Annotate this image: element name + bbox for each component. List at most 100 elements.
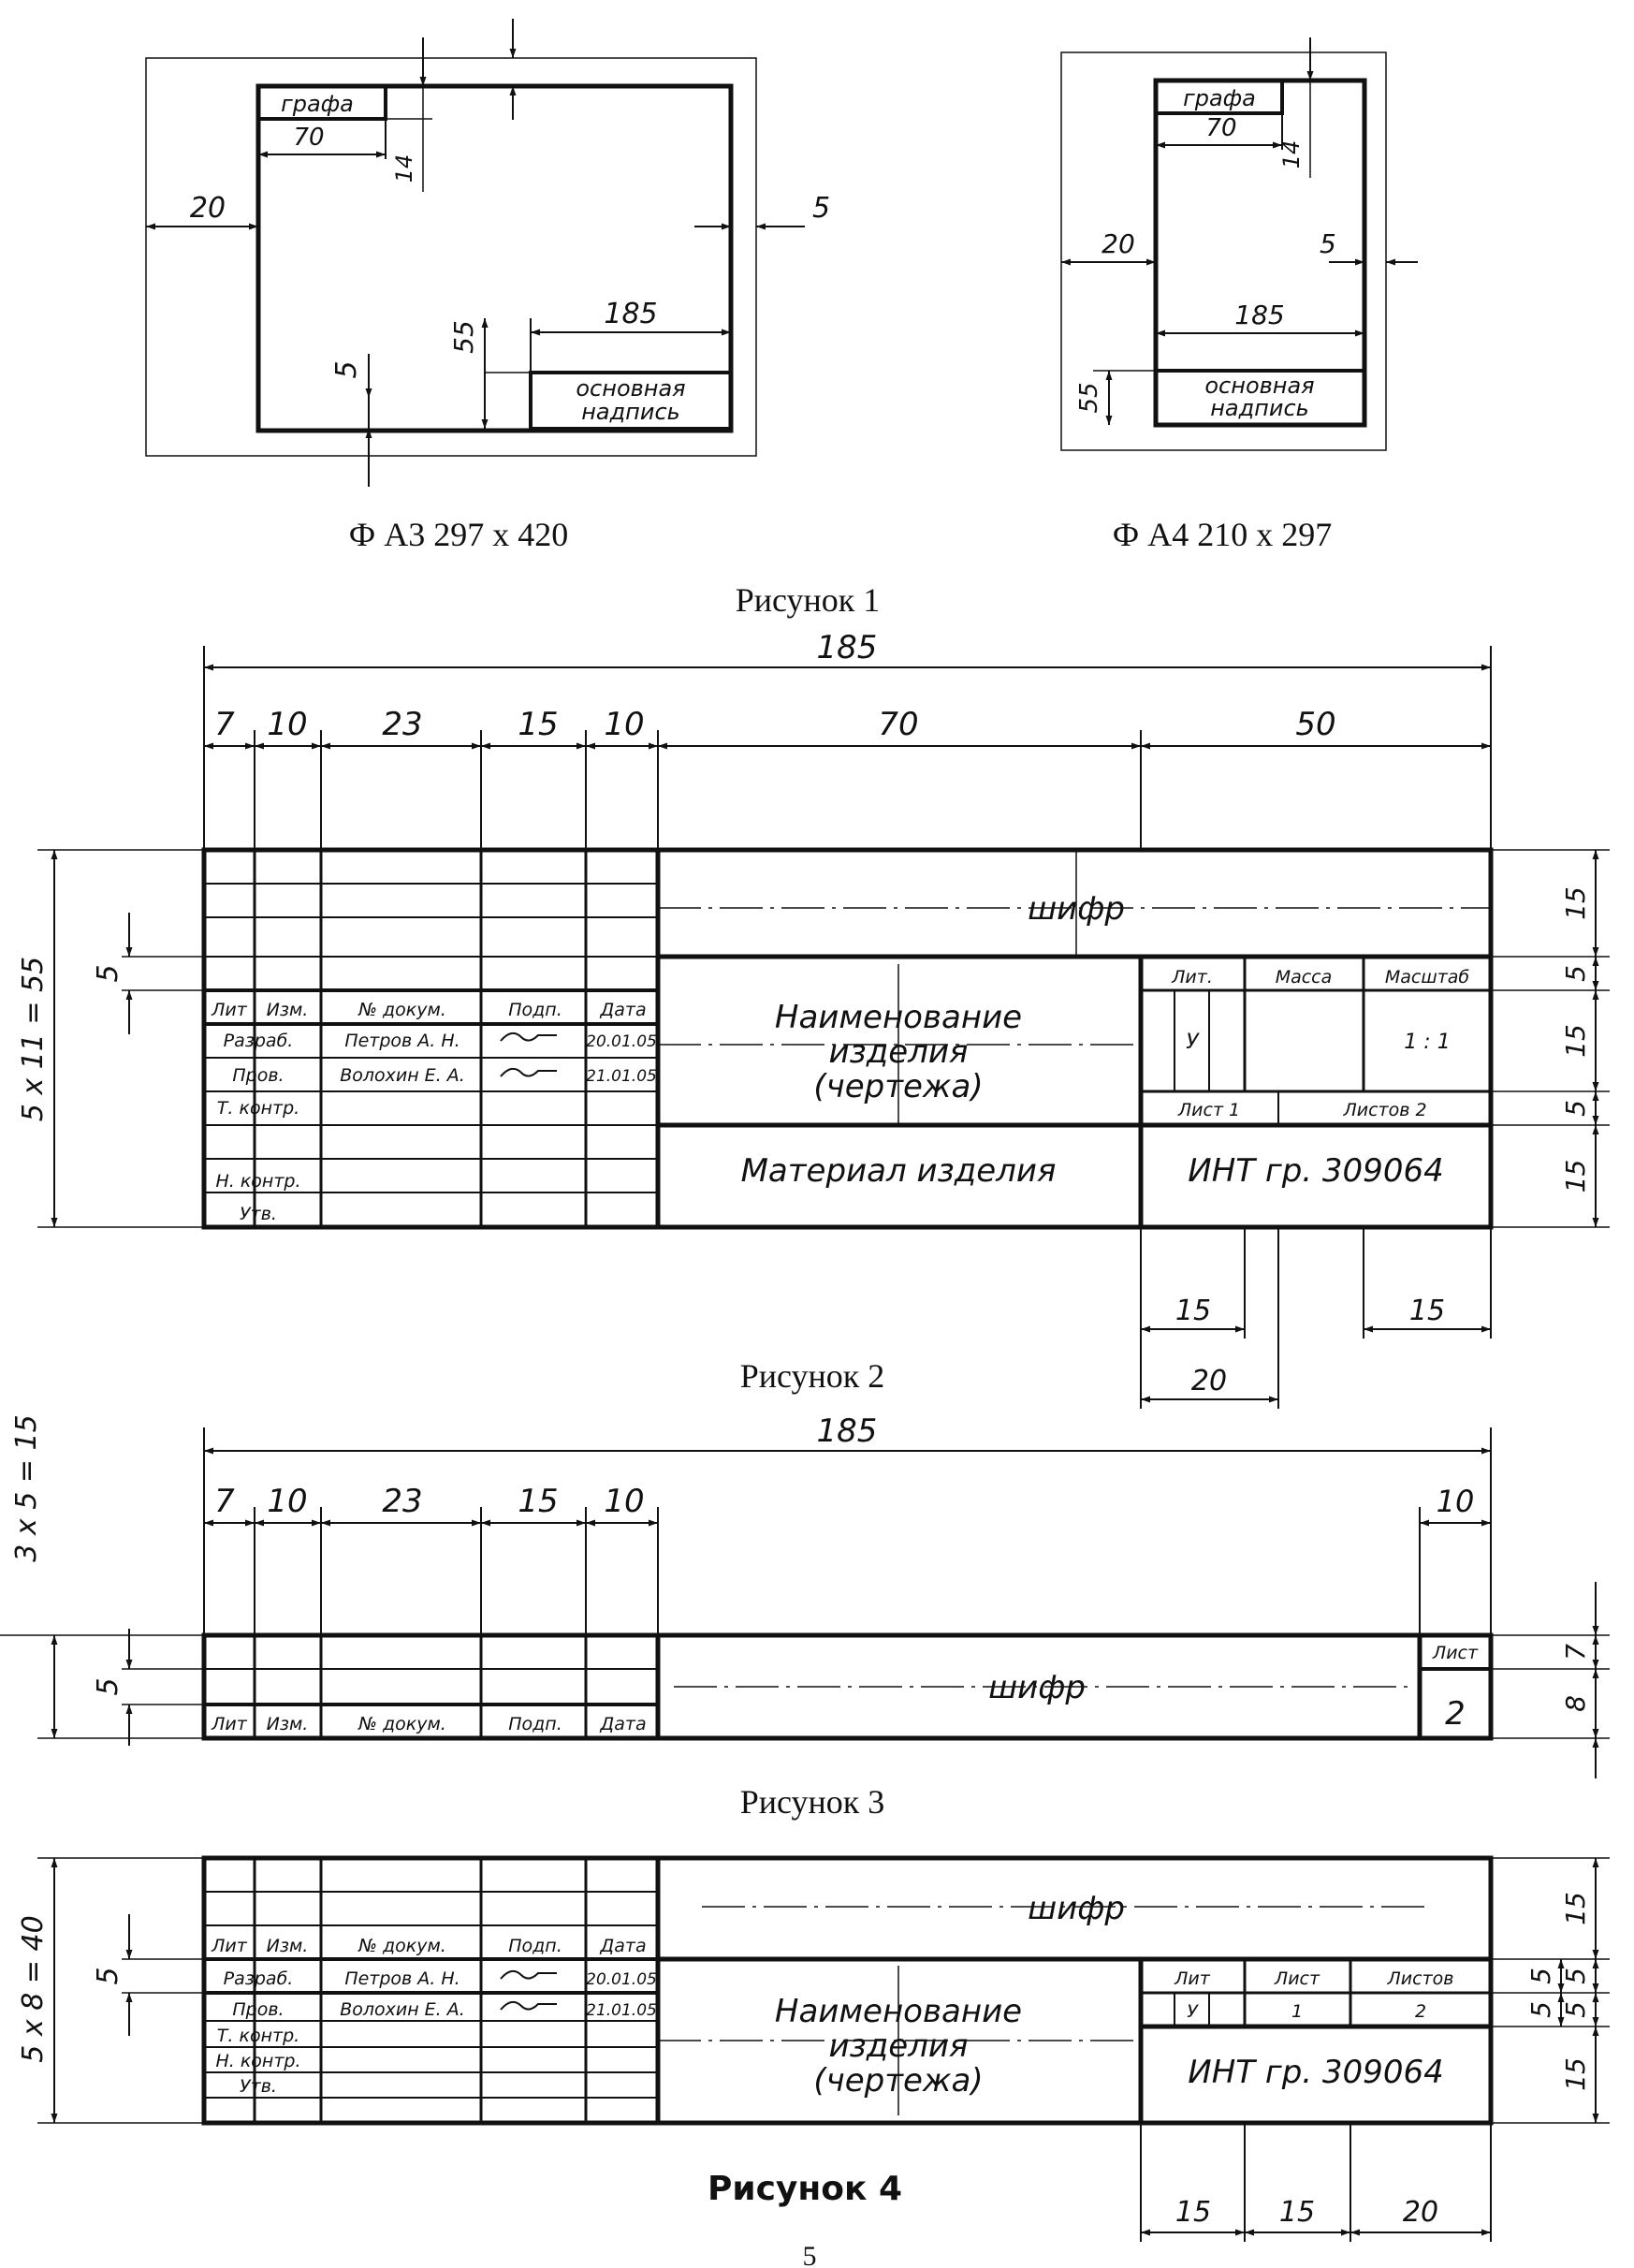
fig2-role: Н. контр.	[215, 1171, 300, 1192]
fig2-sheet: Лист 1	[1177, 1100, 1240, 1120]
fig2-signature	[500, 1067, 557, 1077]
fig4-right-dim-value: 5	[1525, 2001, 1556, 2018]
a3-dim-185-value: 185	[604, 298, 657, 330]
fig4-name-line1: Наименование	[775, 1993, 1022, 2030]
fig4-header: Подп.	[508, 1936, 562, 1956]
fig4-bottom-dim-value: 15	[1279, 2196, 1315, 2229]
a4-dim-20-value: 20	[1101, 228, 1135, 259]
fig3-dim-185-value: 185	[817, 1412, 878, 1450]
fig3-col-dim-4-value: 10	[604, 1483, 644, 1520]
a3-stamp	[529, 371, 733, 431]
a3-graph-label: графа	[281, 91, 354, 117]
fig2-mass: Масса	[1276, 967, 1333, 988]
fig4-signature	[500, 1969, 557, 1980]
fig3-outer-frame	[201, 1632, 1494, 1741]
fig2-role: Утв.	[240, 1204, 277, 1224]
a3-dim-5-bottom: 5	[330, 360, 363, 378]
fig4-role: Пров.	[232, 1999, 284, 2020]
a4-dim-14: 14	[1278, 140, 1305, 169]
a4-graph-cell	[1154, 79, 1284, 115]
fig4-right-dim-value: 5	[1560, 1968, 1591, 1984]
fig4-right-dim-value: 5	[1525, 1968, 1556, 1984]
fig2-col-dim-6-value: 50	[1295, 706, 1335, 743]
fig4-dim-5: 5	[92, 1967, 124, 1984]
fig4-name-line2: изделия	[829, 2027, 969, 2065]
fig4-org: ИНТ гр. 309064	[1188, 2054, 1443, 2091]
a3-drawing-frame	[255, 83, 734, 433]
fig4-sheets-value: 2	[1415, 2001, 1426, 2022]
fig2-dim-height-value: 5 х 11 = 55	[17, 957, 50, 1121]
fig4-date: 20.01.05	[586, 1970, 657, 1989]
fig2-scale-value: 1 : 1	[1404, 1031, 1450, 1054]
fig4-sheet: Лист	[1274, 1968, 1320, 1989]
fig2-header: Изм.	[267, 1000, 309, 1020]
fig3-header: Лит	[211, 1714, 248, 1734]
fig3-dim-5: 5	[92, 1677, 124, 1695]
a4-graph-label: графа	[1183, 85, 1256, 111]
fig4-name-line3: (чертежа)	[813, 2062, 983, 2100]
fig2-right-dim-value: 15	[1560, 886, 1591, 920]
fig3-header: № докум.	[357, 1714, 446, 1734]
a3-sheet-border	[145, 57, 757, 457]
a4-stamp-line1: основная	[1204, 373, 1314, 399]
fig2-bottom-dim-value: 20	[1191, 1365, 1227, 1397]
fig2-header: Лит	[211, 1000, 248, 1020]
a4-dim-70-value: 70	[1205, 114, 1236, 142]
fig4-sheets: Листов	[1387, 1968, 1454, 1989]
fig2-right-dim-value: 5	[1560, 1100, 1591, 1117]
a3-dim-55-value: 55	[448, 320, 479, 354]
fig2-dim-5: 5	[92, 964, 124, 982]
fig4-header: Дата	[599, 1936, 646, 1956]
fig2-header: Подп.	[508, 1000, 562, 1020]
a4-dim-185-value: 185	[1234, 300, 1284, 330]
fig3-col-dim-1-value: 10	[267, 1483, 307, 1520]
fig4-right-dim-value: 5	[1560, 2001, 1591, 2018]
fig2-header: Дата	[599, 1000, 646, 1020]
a4-format-caption: Ф А4 210 х 297	[1113, 516, 1332, 553]
fig3-cipher: шифр	[988, 1669, 1086, 1706]
fig2-sheets: Листов 2	[1342, 1100, 1426, 1120]
fig4-right-dim-value: 15	[1560, 2057, 1591, 2091]
fig4-date: 21.01.05	[586, 2001, 657, 2020]
fig4-role: Разраб.	[224, 1968, 294, 1989]
fig2-name-line1: Наименование	[775, 999, 1022, 1036]
fig2-name: Волохин Е. А.	[340, 1065, 465, 1086]
a4-dim-55-value: 55	[1075, 382, 1103, 413]
fig4-lit: Лит	[1174, 1968, 1211, 1989]
figure-2-caption: Рисунок 2	[740, 1357, 885, 1395]
fig4-right-dim-value: 15	[1560, 1892, 1591, 1925]
page-number: 5	[803, 2241, 817, 2268]
fig4-header: № докум.	[357, 1936, 446, 1956]
fig4-cipher: шифр	[1028, 1890, 1125, 1927]
fig2-bottom-dim-value: 15	[1409, 1295, 1445, 1327]
fig2-right-dim-value: 5	[1560, 965, 1591, 982]
a3-dim-14: 14	[391, 154, 417, 183]
fig3-header: Изм.	[267, 1714, 309, 1734]
fig2-role: Т. контр.	[217, 1098, 299, 1119]
a4-dim-5-right: 5	[1320, 228, 1336, 259]
fig4-role: Т. контр.	[217, 2026, 299, 2046]
fig4-sheet-value: 1	[1291, 2001, 1303, 2022]
fig4-signature	[500, 2000, 557, 2011]
fig4-header: Изм.	[267, 1936, 309, 1956]
fig4-role: Утв.	[240, 2076, 277, 2097]
fig2-right-dim-value: 15	[1560, 1160, 1591, 1193]
a4-sheet-border	[1060, 51, 1387, 451]
fig2-outer-frame	[201, 847, 1494, 1230]
a4-stamp-line2: надпись	[1210, 395, 1309, 421]
fig4-name: Волохин Е. А.	[340, 1999, 465, 2020]
fig4-outer-frame	[201, 1855, 1494, 2126]
fig4-role: Н. контр.	[215, 2051, 300, 2071]
fig2-material: Материал изделия	[741, 1152, 1057, 1190]
fig2-col-dim-3-value: 15	[518, 706, 558, 743]
figure-3-caption: Рисунок 3	[740, 1783, 885, 1821]
fig2-name: Петров А. Н.	[344, 1031, 460, 1051]
fig2-col-dim-5-value: 70	[878, 706, 918, 743]
fig2-date: 20.01.05	[586, 1032, 657, 1051]
fig2-org: ИНТ гр. 309064	[1188, 1152, 1443, 1190]
